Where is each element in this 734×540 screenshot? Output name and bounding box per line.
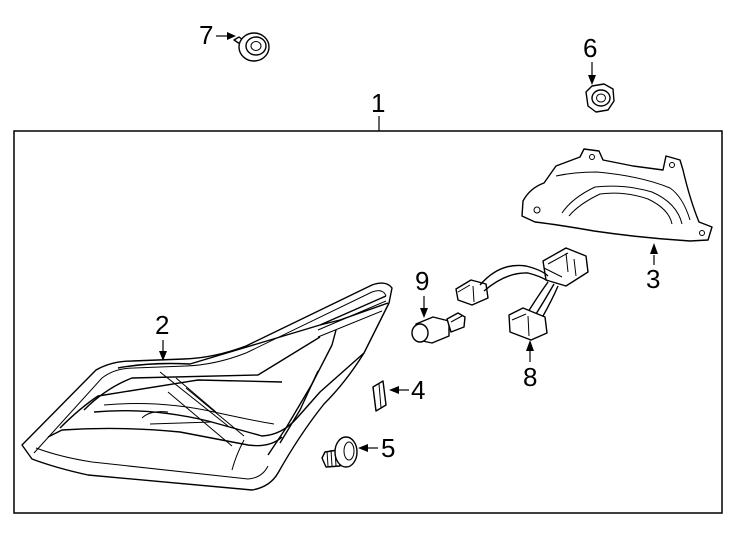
callout-8[interactable]: 8 — [523, 340, 537, 392]
callout-6-label: 6 — [583, 33, 597, 63]
callout-3-arrowhead — [650, 243, 658, 254]
callout-3-label: 3 — [646, 264, 660, 294]
callout-7-arrowhead — [227, 32, 236, 40]
callout-2-arrowhead — [159, 351, 167, 361]
callout-9[interactable]: 9 — [415, 266, 429, 318]
callout-1-label: 1 — [371, 88, 385, 118]
callout-4-label: 4 — [411, 375, 425, 405]
callout-6[interactable]: 6 — [583, 33, 597, 85]
clip-part-4 — [372, 380, 387, 412]
callout-5[interactable]: 5 — [358, 433, 395, 463]
callout-5-arrowhead — [358, 444, 368, 452]
nut-part-6 — [585, 83, 615, 113]
callout-4[interactable]: 4 — [389, 375, 425, 405]
grommet-part-7 — [233, 32, 270, 62]
callout-1[interactable]: 1 — [371, 88, 385, 131]
callout-4-arrowhead — [389, 386, 399, 394]
callout-9-arrowhead — [420, 308, 428, 318]
callout-6-arrowhead — [588, 75, 596, 85]
harness-part-8 — [455, 247, 589, 341]
bracket-part-3 — [521, 148, 713, 242]
bulb-socket-part-9 — [411, 312, 466, 344]
callout-8-arrowhead — [526, 340, 534, 351]
callout-9-label: 9 — [415, 266, 429, 296]
callout-7[interactable]: 7 — [199, 20, 236, 50]
callout-3[interactable]: 3 — [646, 243, 660, 294]
tail-lamp-part-2 — [21, 282, 393, 491]
callout-5-label: 5 — [381, 433, 395, 463]
callout-2-label: 2 — [155, 310, 169, 340]
screw-part-5 — [321, 436, 358, 468]
callout-2[interactable]: 2 — [155, 310, 169, 361]
callout-8-label: 8 — [523, 362, 537, 392]
assembly-frame — [13, 130, 723, 514]
callout-7-label: 7 — [199, 20, 213, 50]
